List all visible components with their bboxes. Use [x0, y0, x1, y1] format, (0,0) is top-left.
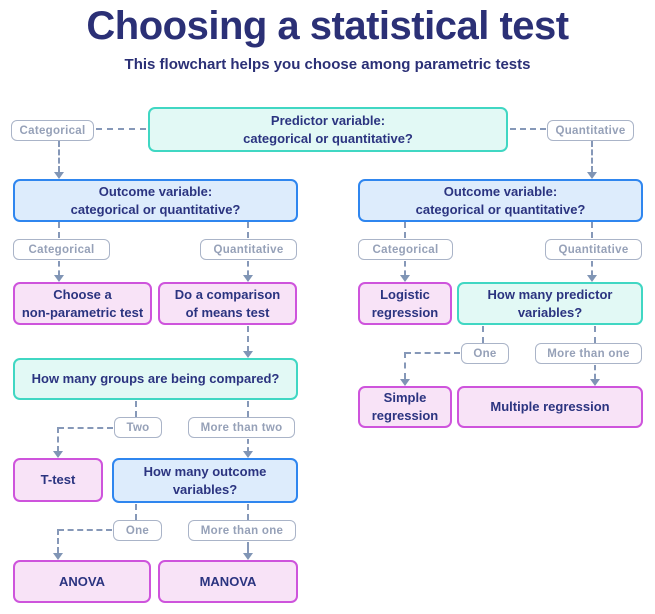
arrow-down-icon — [243, 451, 253, 458]
arrow-down-icon — [243, 351, 253, 358]
connector-line — [58, 427, 113, 429]
connector-line — [405, 352, 460, 354]
node-logistic-regression: Logistic regression — [358, 282, 452, 325]
connector-line — [591, 261, 593, 276]
connector-line — [58, 222, 60, 238]
connector-line — [57, 529, 59, 553]
branch-label-categorical-top-left: Categorical — [11, 120, 94, 141]
node-manova: MANOVA — [158, 560, 298, 603]
page-subtitle: This flowchart helps you choose among pa… — [124, 56, 531, 73]
branch-label-quantitative-right: Quantitative — [545, 239, 642, 260]
branch-label-quantitative-top-right: Quantitative — [547, 120, 634, 141]
connector-line — [135, 401, 137, 417]
connector-line — [594, 365, 596, 379]
branch-label-more-than-two: More than two — [188, 417, 295, 438]
node-t-test: T-test — [13, 458, 103, 502]
arrow-down-icon — [243, 553, 253, 560]
node-outcome-vars-question: How many outcome variables? — [112, 458, 298, 503]
node-non-parametric-test: Choose a non-parametric test — [13, 282, 152, 325]
branch-label-more-than-one-right: More than one — [535, 343, 642, 364]
arrow-down-icon — [53, 451, 63, 458]
arrow-down-icon — [590, 379, 600, 386]
connector-line — [594, 326, 596, 343]
branch-label-one-left: One — [113, 520, 162, 541]
connector-line — [57, 427, 59, 452]
branch-label-quantitative-left: Quantitative — [200, 239, 297, 260]
connector-line — [58, 261, 60, 276]
arrow-down-icon — [53, 553, 63, 560]
connector-line — [247, 261, 249, 276]
connector-line — [404, 261, 406, 276]
node-outcome-variable-right: Outcome variable: categorical or quantit… — [358, 179, 643, 222]
arrow-down-icon — [587, 172, 597, 179]
node-groups-question: How many groups are being compared? — [13, 358, 298, 400]
arrow-down-icon — [400, 379, 410, 386]
arrow-down-icon — [400, 275, 410, 282]
arrow-down-icon — [54, 172, 64, 179]
connector-line — [58, 529, 112, 531]
node-outcome-variable-left: Outcome variable: categorical or quantit… — [13, 179, 298, 222]
page-title: Choosing a statistical test — [86, 4, 569, 48]
connector-line — [591, 222, 593, 238]
connector-line — [247, 542, 249, 553]
connector-line — [247, 504, 249, 520]
connector-line — [404, 352, 406, 379]
branch-label-more-than-one-left: More than one — [188, 520, 296, 541]
branch-label-categorical-left: Categorical — [13, 239, 110, 260]
node-comparison-of-means: Do a comparison of means test — [158, 282, 297, 325]
node-predictor-variable: Predictor variable: categorical or quant… — [148, 107, 508, 152]
connector-line — [247, 222, 249, 238]
connector-line — [591, 141, 593, 172]
node-multiple-regression: Multiple regression — [457, 386, 643, 428]
connector-line — [135, 504, 137, 520]
arrow-down-icon — [54, 275, 64, 282]
node-predictor-vars-question: How many predictor variables? — [457, 282, 643, 325]
node-anova: ANOVA — [13, 560, 151, 603]
connector-line — [510, 128, 546, 130]
connector-line — [247, 401, 249, 417]
connector-line — [404, 222, 406, 238]
arrow-down-icon — [587, 275, 597, 282]
connector-line — [58, 141, 60, 172]
branch-label-two: Two — [114, 417, 162, 438]
arrow-down-icon — [243, 275, 253, 282]
connector-line — [482, 326, 484, 343]
connector-line — [247, 326, 249, 352]
connector-line — [247, 439, 249, 452]
connector-line — [96, 128, 146, 130]
branch-label-one-right: One — [461, 343, 509, 364]
node-simple-regression: Simple regression — [358, 386, 452, 428]
branch-label-categorical-right: Categorical — [358, 239, 453, 260]
